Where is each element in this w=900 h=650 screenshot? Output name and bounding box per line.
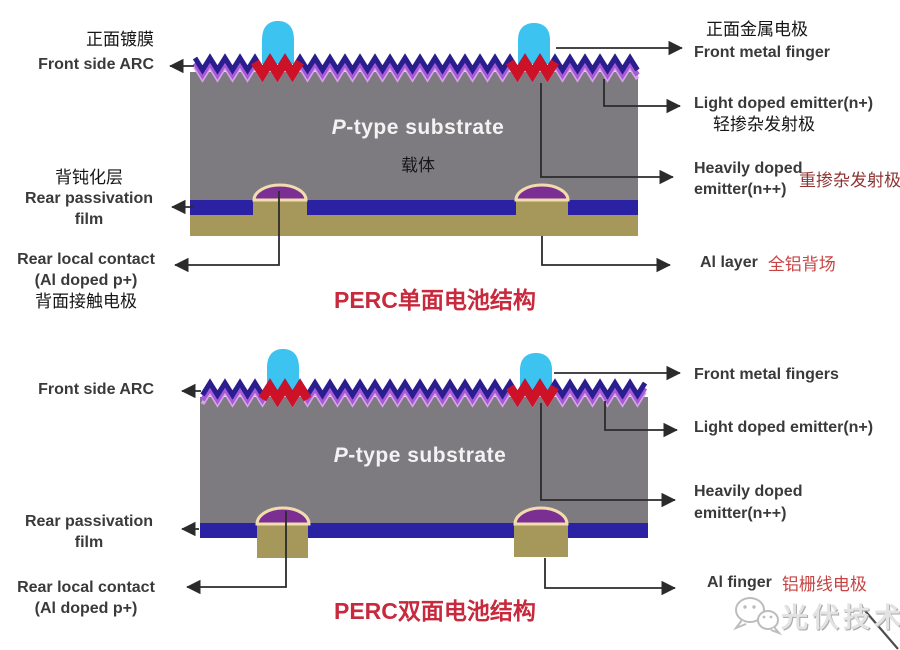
label-al-layer-zh: 全铝背场 [767, 255, 836, 274]
label-rear-local-contact: Rear local contact [17, 579, 155, 596]
label-rear-passivation-en: Rear passivation [24, 190, 154, 207]
front-busbar-icon [520, 353, 552, 392]
title-bifacial-cell: PERC双面电池结构 [334, 598, 536, 624]
label-al-doped: (Al doped p+) [34, 600, 138, 617]
label-front-side-arc: Front side ARC [38, 56, 154, 73]
watermark-brand: 光伏技术 [781, 603, 900, 633]
substrate-rest: -type substrate [346, 116, 505, 139]
bifacial-cell-graphic [181, 349, 681, 596]
title-single-side-cell: PERC单面电池结构 [334, 287, 536, 313]
label-light-doped-emitter: Light doped emitter(n+) [694, 95, 874, 112]
connector-light-doped [603, 79, 681, 114]
connector-rear-local-contact [174, 191, 280, 273]
label-rear-passivation-group: 背钝化层 Rear passivation film [18, 167, 160, 230]
heavily-doped-region [506, 53, 559, 83]
connector-heavily-doped [540, 403, 676, 508]
heavily-doped-region [258, 378, 312, 408]
label-rear-passivation-group-2: Rear passivation film [18, 511, 160, 553]
label-heavily-doped-zh: 重掺杂发射极 [799, 171, 900, 190]
heavily-doped-region [506, 378, 559, 408]
label-rear-local-contact-group: Rear local contact (Al doped p+) 背面接触电极 [10, 249, 162, 312]
label-rear-contact-zh: 背面接触电极 [35, 292, 137, 311]
label-heavily-doped-2b: emitter(n++) [694, 505, 787, 522]
label-al-finger: Al finger [707, 574, 772, 591]
label-light-doped-emitter-2: Light doped emitter(n+) [694, 419, 874, 436]
p-substrate-shape [190, 72, 638, 202]
label-front-coating-zh: 正面镀膜 [86, 30, 154, 49]
connector-al-finger [544, 558, 676, 596]
label-front-metal-fingers: Front metal fingers [694, 366, 839, 383]
label-light-doped-zh: 轻掺杂发射极 [713, 115, 815, 134]
label-heavily-doped-1b: Heavily doped [694, 483, 803, 500]
connector-al-layer [541, 236, 671, 273]
rear-contact-dome [255, 506, 311, 526]
single-side-cell-graphic [169, 21, 683, 273]
label-rear-passivation-en2: film [74, 211, 104, 228]
al-contact-plug [516, 199, 568, 236]
label-al-finger-zh: 铝栅线电极 [781, 575, 867, 594]
heavily-doped-region [251, 53, 304, 83]
al-contact-plug [253, 199, 307, 236]
front-busbar-icon [518, 23, 550, 64]
al-finger-plug [257, 523, 308, 558]
label-front-electrode-zh: 正面金属电极 [706, 20, 808, 39]
connector-light-doped [604, 401, 678, 438]
label-heavily-doped-1: Heavily doped [694, 160, 803, 177]
front-busbar-icon [262, 21, 294, 64]
substrate-p: P [333, 444, 349, 467]
rear-contact-dome [514, 183, 570, 202]
connector-rear-local-contact [186, 511, 287, 595]
rear-contact-dome [513, 506, 569, 526]
label-rear-passivation-en: Rear passivation [24, 513, 154, 530]
label-al-layer-row: Al layer 全铝背场 [700, 254, 836, 275]
connector-heavily-doped [540, 83, 674, 185]
p-substrate-shape [200, 397, 648, 523]
label-front-metal-finger: Front metal finger [694, 44, 831, 61]
label-al-doped: (Al doped p+) [34, 272, 138, 289]
label-al-layer: Al layer [700, 254, 758, 271]
rear-contact-dome [252, 183, 308, 202]
front-busbar-icon [267, 349, 299, 392]
label-rear-passivation-en2: film [74, 534, 104, 551]
substrate-p: P [331, 116, 347, 139]
label-rear-local-contact-group-2: Rear local contact (Al doped p+) [10, 577, 162, 619]
label-rear-local-contact: Rear local contact [17, 251, 155, 268]
watermark-corner-stroke [860, 605, 899, 650]
label-front-side-arc-2: Front side ARC [38, 381, 154, 398]
substrate-rest: -type substrate [348, 444, 507, 467]
al-finger-plug [514, 523, 568, 557]
label-al-finger-row: Al finger 铝栅线电极 [707, 574, 867, 595]
label-rear-passivation-zh: 背钝化层 [55, 168, 123, 187]
label-heavily-doped-2: emitter(n++) [694, 181, 787, 198]
label-p-type-substrate-2: P-type substrate [332, 444, 508, 468]
wechat-icon [733, 597, 783, 636]
label-p-type-substrate: P-type substrate [330, 116, 506, 140]
label-substrate-zh: 载体 [401, 156, 435, 175]
